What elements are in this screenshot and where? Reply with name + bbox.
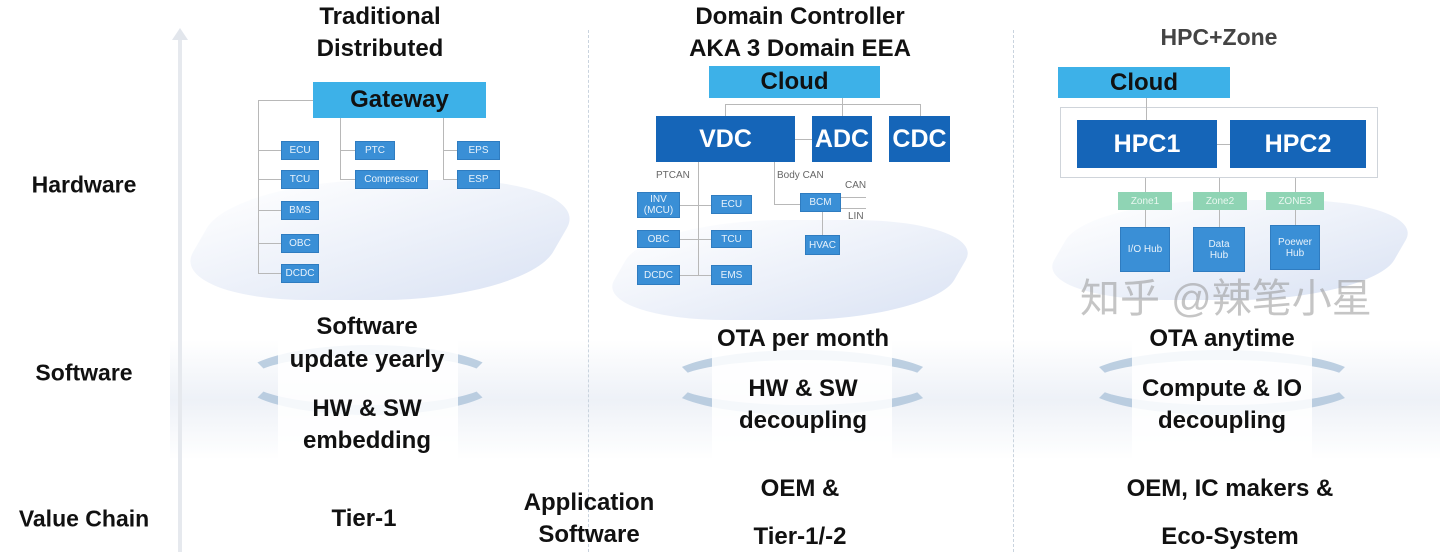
column-divider [1013,30,1014,552]
col3-value-chain-line1: OEM, IC makers & [1126,475,1334,502]
cdc-box: CDC [889,116,950,162]
watermark: 知乎 @辣笔小星 [1080,277,1372,321]
col1-software-line1: Software [316,313,418,340]
ptcan-label: PTCAN [656,170,690,181]
col3-title: HPC+Zone [1160,24,1278,50]
node-tcu: TCU [281,170,319,189]
vertical-axis-arrow [178,38,182,552]
node-dcdc: DCDC [637,265,680,285]
col1-title-line1: Traditional [319,3,441,30]
hpc-group-frame [1060,107,1378,178]
zone2-box: Zone2 [1193,192,1247,210]
node-ptc: PTC [355,141,395,160]
col2-title-line2: AKA 3 Domain EEA [689,35,911,62]
col2-value-chain-line2: Tier-1/-2 [753,523,847,550]
zone3-box: ZONE3 [1266,192,1324,210]
col1-software-line2: update yearly [289,346,445,373]
hpc2-box: HPC2 [1230,120,1366,168]
lin-label: LIN [848,211,864,222]
node-compressor: Compressor [355,170,428,189]
row-label-hardware: Hardware [31,171,137,198]
gateway-box: Gateway [313,82,486,118]
col2-software-line1: OTA per month [717,325,889,352]
node-tcu: TCU [711,230,752,248]
cloud-box: Cloud [1058,67,1230,98]
node-ems: EMS [711,265,752,285]
col1-value-chain: Tier-1 [331,505,397,532]
hpc1-box: HPC1 [1077,120,1217,168]
col3-value-chain-line2: Eco-System [1161,523,1299,550]
node-ecu: ECU [281,141,319,160]
power-hub-box: Poewer Hub [1270,225,1320,270]
col1-software-line3: HW & SW [312,395,422,422]
col3-software-line1: OTA anytime [1149,325,1295,352]
row-label-value-chain: Value Chain [18,505,150,532]
boundary-value-chain-line1: Application [523,489,655,516]
col2-software-line2: HW & SW [748,375,858,402]
node-eps: EPS [457,141,500,160]
vdc-box: VDC [656,116,795,162]
node-bcm: BCM [800,193,841,212]
data-hub-box: Data Hub [1193,227,1245,272]
col1-title-line2: Distributed [316,35,444,62]
col3-software-line3: decoupling [1158,407,1286,434]
cloud-box: Cloud [709,66,880,98]
col2-title-line1: Domain Controller [695,3,905,30]
axis-arrowhead [172,28,188,40]
column-divider [588,30,589,552]
node-bms: BMS [281,201,319,220]
adc-box: ADC [812,116,872,162]
body-can-label: Body CAN [777,170,824,181]
node-esp: ESP [457,170,500,189]
node-obc: OBC [281,234,319,253]
row-label-software: Software [35,359,133,386]
col3-software-line2: Compute & IO [1142,375,1302,402]
node-dcdc: DCDC [281,264,319,283]
col2-software-line3: decoupling [739,407,867,434]
io-hub-box: I/O Hub [1120,227,1170,272]
node-inv-mcu: INV (MCU) [637,192,680,218]
background-haze [165,180,595,300]
col1-software-line4: embedding [302,427,432,454]
node-obc: OBC [637,230,680,248]
node-ecu: ECU [711,195,752,214]
can-label: CAN [845,180,867,191]
node-hvac: HVAC [805,235,840,255]
col2-value-chain-line1: OEM & [760,475,840,502]
zone1-box: Zone1 [1118,192,1172,210]
boundary-value-chain-line2: Software [538,521,640,548]
